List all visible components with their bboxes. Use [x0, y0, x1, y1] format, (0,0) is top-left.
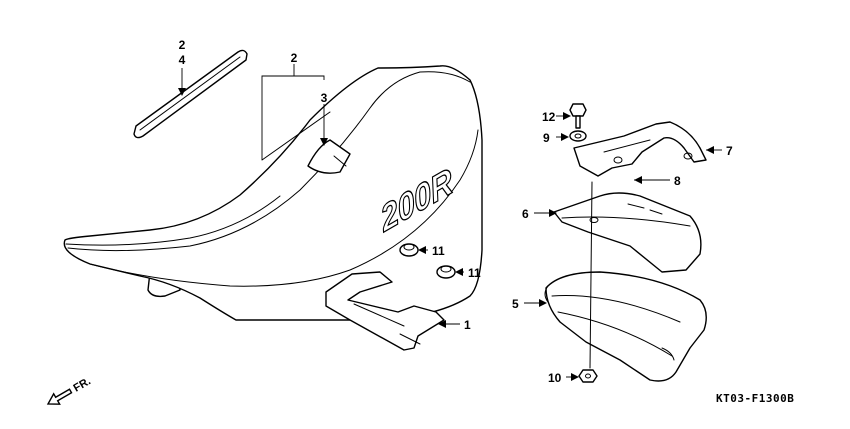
trim-strip: [133, 49, 248, 139]
callout-11a: 11: [432, 244, 445, 258]
bolt: [569, 103, 587, 129]
seat-assembly: [63, 65, 483, 321]
front-label: FR.: [72, 375, 93, 394]
tool-case: [544, 271, 707, 382]
callout-2b: 2: [291, 51, 298, 65]
callouts: 2 4 2 3 12 9 7 8 6 11 11 1 5 10: [179, 38, 733, 385]
callout-1: 1: [464, 318, 471, 332]
seat-bracket: [325, 271, 445, 351]
washer: [569, 130, 587, 142]
nut: [578, 369, 598, 383]
front-direction-indicator: FR.: [46, 375, 93, 405]
callout-10: 10: [548, 371, 562, 385]
grommet-upper: [399, 243, 419, 257]
clamp-band: [573, 121, 707, 177]
callout-5: 5: [512, 297, 519, 311]
grommet-lower: [436, 265, 456, 279]
assembly-axis: [589, 181, 593, 369]
callout-7: 7: [726, 144, 733, 158]
callout-11b: 11: [468, 266, 481, 280]
tray-lid: [553, 192, 702, 273]
callout-8: 8: [674, 174, 681, 188]
callout-9: 9: [543, 131, 550, 145]
callout-4: 4: [179, 53, 186, 67]
drawing-code: KT03-F1300B: [716, 392, 794, 405]
callout-2a: 2: [179, 38, 186, 52]
callout-12: 12: [542, 110, 556, 124]
front-arrow-icon: [46, 388, 73, 405]
leader-arrows: [178, 88, 714, 381]
callout-6: 6: [522, 207, 529, 221]
callout-3: 3: [321, 91, 328, 105]
